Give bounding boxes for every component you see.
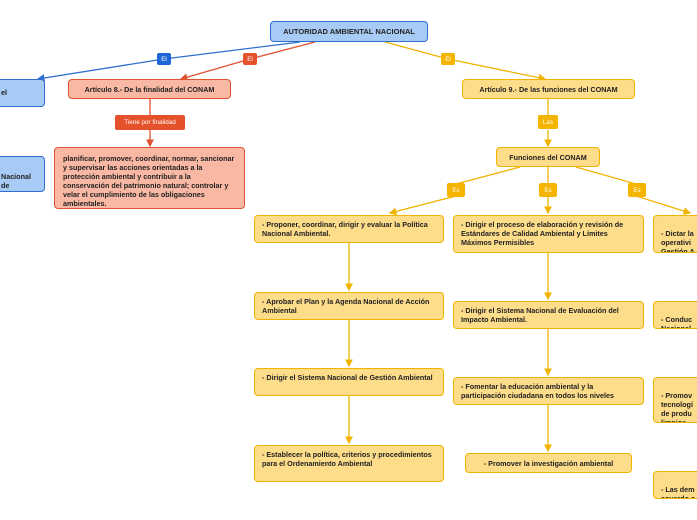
root-node[interactable]: AUTORIDAD AMBIENTAL NACIONAL	[270, 21, 428, 42]
col3-item-4[interactable]: - Las dem acuerdo a	[653, 471, 697, 499]
col2-item-4[interactable]: - Promover la investigación ambiental	[465, 453, 632, 473]
col1-item-3[interactable]: - Dirigir el Sistema Nacional de Gestión…	[254, 368, 444, 396]
col3-item-2[interactable]: - Conduc Nacional	[653, 301, 697, 329]
left-node-bottom-label: Nacional de	[1, 172, 31, 190]
col1-item-4[interactable]: - Establecer la política, criterios y pr…	[254, 445, 444, 482]
art9-title: Artículo 9.- De las funciones del CONAM	[479, 84, 618, 94]
col2-item-1[interactable]: - Dirigir el proceso de elaboración y re…	[453, 215, 644, 253]
art8-title: Artículo 8.- De la finalidad del CONAM	[84, 84, 215, 94]
col1-item-1[interactable]: - Proponer, coordinar, dirigir y evaluar…	[254, 215, 444, 243]
link-tiene-por-finalidad[interactable]: Tiene por finalidad	[115, 115, 185, 130]
link-el-art9[interactable]: El	[441, 53, 455, 65]
left-node-bottom[interactable]: Nacional de	[0, 156, 45, 192]
left-node-top-label: el	[1, 88, 7, 97]
art8-node[interactable]: Artículo 8.- De la finalidad del CONAM	[68, 79, 231, 99]
link-el-left[interactable]: El	[157, 53, 171, 65]
col2-item-2[interactable]: - Dirigir el Sistema Nacional de Evaluac…	[453, 301, 644, 329]
art8-text: planificar, promover, coordinar, normar,…	[63, 154, 235, 208]
col3-item-1[interactable]: - Dictar la operativi Gestión A	[653, 215, 697, 253]
link-las[interactable]: Las	[538, 115, 558, 129]
art8-text-node[interactable]: planificar, promover, coordinar, normar,…	[54, 147, 245, 209]
link-es-2[interactable]: Es	[539, 183, 557, 197]
left-node-top[interactable]: el	[0, 79, 45, 107]
funciones-node[interactable]: Funciones del CONAM	[496, 147, 600, 167]
funciones-label: Funciones del CONAM	[509, 152, 587, 162]
link-el-art8[interactable]: El	[243, 53, 257, 65]
art9-node[interactable]: Artículo 9.- De las funciones del CONAM	[462, 79, 635, 99]
col3-item-3[interactable]: - Promov tecnologí de produ limpios	[653, 377, 697, 423]
link-es-1[interactable]: Es	[447, 183, 465, 197]
link-es-3[interactable]: Es	[628, 183, 646, 197]
col1-item-2[interactable]: - Aprobar el Plan y la Agenda Nacional d…	[254, 292, 444, 320]
root-label: AUTORIDAD AMBIENTAL NACIONAL	[283, 26, 415, 36]
col2-item-3[interactable]: - Fomentar la educación ambiental y la p…	[453, 377, 644, 405]
